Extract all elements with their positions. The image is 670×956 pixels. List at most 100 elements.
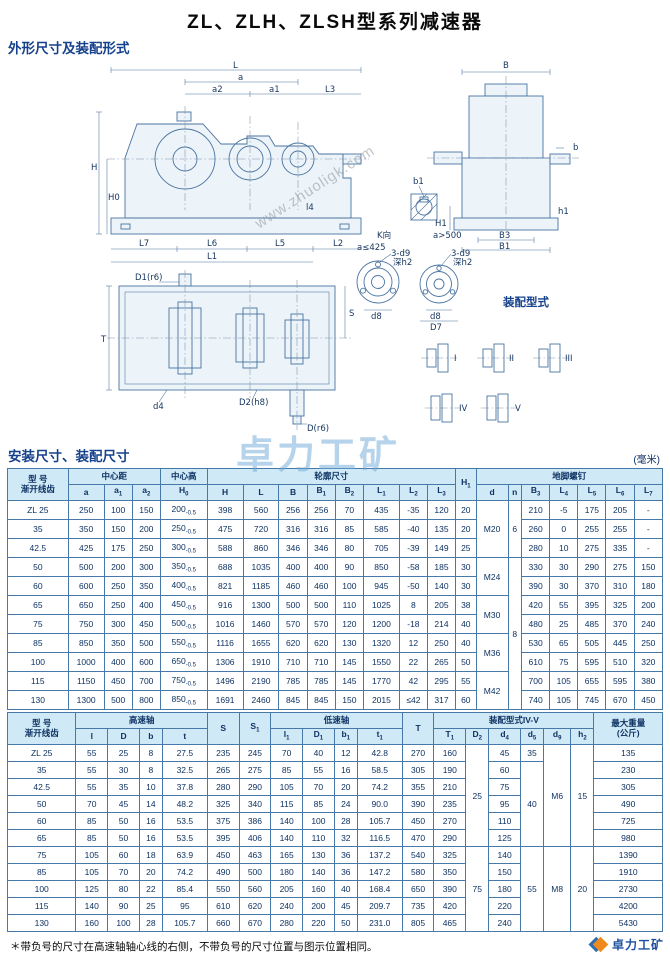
value-cell: 12 bbox=[398, 633, 428, 653]
drawing-label: H1 bbox=[435, 219, 447, 229]
value-cell: 395 bbox=[577, 595, 607, 615]
value-cell: 40 bbox=[333, 880, 358, 898]
value-cell: 105.7 bbox=[161, 914, 208, 932]
value-cell: 390 bbox=[433, 880, 467, 898]
value-cell: -40 bbox=[398, 519, 428, 539]
drawing-label: a bbox=[238, 73, 243, 83]
value-cell: 220 bbox=[302, 914, 335, 932]
value-cell: 45 bbox=[107, 795, 140, 813]
value-cell: 85 bbox=[334, 519, 364, 539]
value-cell: 1691 bbox=[206, 690, 244, 710]
column-header: 中心距 bbox=[67, 468, 161, 485]
value-cell: 330 bbox=[520, 557, 551, 577]
value-cell: 295 bbox=[426, 671, 457, 691]
value-cell: 105 bbox=[549, 671, 579, 691]
value-cell: 450 bbox=[206, 846, 240, 864]
drawing-label: I bbox=[454, 354, 457, 364]
value-cell: 560 bbox=[242, 500, 280, 520]
value-cell: 37.8 bbox=[161, 778, 208, 796]
value-cell: 28 bbox=[333, 812, 358, 830]
value-cell: 137.2 bbox=[356, 846, 403, 864]
value-cell: 705 bbox=[362, 538, 400, 558]
value-cell: -39 bbox=[398, 538, 428, 558]
coupling-icon-2 bbox=[477, 343, 513, 373]
value-cell: 250 bbox=[103, 595, 133, 615]
column-header: B3 bbox=[520, 484, 551, 501]
value-cell: 350 bbox=[67, 519, 105, 539]
value-cell: 945 bbox=[362, 576, 400, 596]
value-cell: 50 bbox=[107, 812, 140, 830]
value-cell: 290 bbox=[577, 557, 607, 577]
value-cell: M30 bbox=[475, 595, 509, 634]
value-cell: 390 bbox=[520, 576, 551, 596]
value-cell: 75 bbox=[465, 846, 490, 932]
value-cell: 60 bbox=[488, 761, 521, 779]
value-cell: 20 bbox=[570, 846, 595, 932]
model-cell: 50 bbox=[7, 557, 69, 577]
value-cell: 1150 bbox=[67, 671, 105, 691]
value-cell: 30 bbox=[549, 557, 579, 577]
value-cell: 450 bbox=[131, 614, 161, 634]
value-cell: 100 bbox=[334, 576, 364, 596]
drawing-label: H0 bbox=[108, 193, 120, 203]
value-cell: 75 bbox=[549, 652, 579, 672]
value-cell: 50 bbox=[455, 652, 477, 672]
column-header: L bbox=[242, 484, 280, 501]
value-cell: 310 bbox=[605, 576, 635, 596]
value-cell: 850 bbox=[67, 633, 105, 653]
value-cell: 16 bbox=[138, 812, 163, 830]
column-header: a1 bbox=[103, 484, 133, 501]
value-cell: 821 bbox=[206, 576, 244, 596]
section-heading-install: 安装尺寸、装配尺寸 bbox=[8, 449, 130, 464]
value-cell: 305 bbox=[593, 778, 663, 796]
value-cell: 450 bbox=[103, 671, 133, 691]
drawing-label: S bbox=[349, 309, 354, 319]
value-cell: 20 bbox=[138, 863, 163, 881]
value-cell: 55 bbox=[75, 744, 109, 762]
value-cell: M24 bbox=[475, 557, 509, 596]
value-cell: 650 bbox=[401, 880, 435, 898]
value-cell: 140 bbox=[270, 812, 304, 830]
value-cell: 40 bbox=[455, 614, 477, 634]
value-cell: 160 bbox=[75, 914, 109, 932]
value-cell: 185 bbox=[426, 557, 457, 577]
value-cell: 16 bbox=[333, 761, 358, 779]
value-cell: 70 bbox=[107, 863, 140, 881]
value-cell: 100 bbox=[103, 500, 133, 520]
drawing-label: L7 bbox=[139, 239, 149, 249]
value-cell: 660 bbox=[206, 914, 240, 932]
value-cell: 231.0 bbox=[356, 914, 403, 932]
drawing-label: a2 bbox=[212, 85, 223, 95]
value-cell: 150 bbox=[131, 500, 161, 520]
drawing-label: D7 bbox=[430, 323, 442, 333]
value-cell: 2460 bbox=[242, 690, 280, 710]
value-cell: 305 bbox=[401, 761, 435, 779]
model-cell: 50 bbox=[6, 795, 77, 813]
value-cell: - bbox=[633, 519, 664, 539]
value-cell: 105 bbox=[549, 690, 579, 710]
value-cell: 570 bbox=[278, 614, 308, 634]
value-cell: 725 bbox=[593, 812, 663, 830]
value-cell: 130 bbox=[302, 846, 335, 864]
value-cell: 85.4 bbox=[161, 880, 208, 898]
drawing-label: IV bbox=[459, 404, 468, 414]
column-header: 地脚螺钉 bbox=[475, 468, 664, 485]
value-cell: 785 bbox=[306, 671, 336, 691]
drawing-label: B bbox=[503, 61, 509, 71]
value-cell: 745 bbox=[577, 690, 607, 710]
value-cell: 420 bbox=[520, 595, 551, 615]
value-cell: 370 bbox=[605, 614, 635, 634]
value-cell: 400 bbox=[306, 557, 336, 577]
value-cell: 500 bbox=[131, 633, 161, 653]
drawing-label: l4 bbox=[306, 203, 314, 213]
value-cell: 400-0.5 bbox=[159, 576, 208, 596]
value-cell: 180 bbox=[633, 576, 664, 596]
value-cell: 845 bbox=[306, 690, 336, 710]
value-cell: 460 bbox=[306, 576, 336, 596]
value-cell: 700 bbox=[520, 671, 551, 691]
